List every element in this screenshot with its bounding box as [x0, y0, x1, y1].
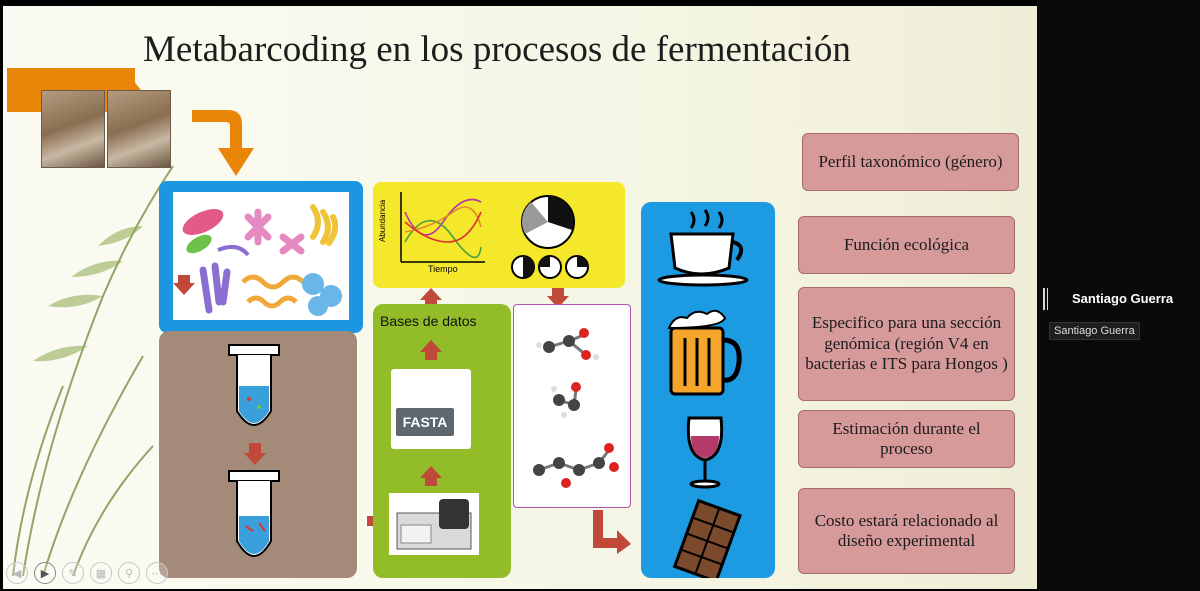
molecule-3 [533, 443, 619, 488]
info-box-ecological-function: Función ecológica [798, 216, 1015, 274]
info-box-taxonomic-profile: Perfil taxonómico (género) [802, 133, 1019, 191]
participant-name[interactable]: Santiago Guerra [1072, 291, 1174, 306]
arrow-up-graphs [420, 288, 442, 308]
chocolate-icon [672, 498, 742, 584]
arrow-down-microbes [173, 275, 195, 295]
beer-icon [667, 309, 742, 396]
pen-icon[interactable]: ✎ [62, 562, 84, 584]
tube-bottom [228, 470, 280, 557]
microbes-image [173, 192, 349, 320]
databases-label: Bases de datos [380, 313, 477, 329]
products-panel [641, 202, 775, 584]
participant-tag: Santiago Guerra [1049, 322, 1140, 340]
sequencer-image [389, 493, 479, 555]
graph-ylabel: Abundancia [378, 199, 387, 242]
press-photo-2 [107, 90, 171, 168]
previous-icon[interactable]: ◀ [6, 562, 28, 584]
arrow-up-db [420, 340, 442, 360]
info-box-cost: Costo estará relacionado al diseño exper… [798, 488, 1015, 574]
bent-arrow-orange [192, 110, 254, 176]
microbes-panel [159, 181, 363, 333]
mic-indicator-2 [1047, 288, 1048, 310]
wine-icon [686, 416, 724, 489]
shared-slide: Metabarcoding en los procesos de ferment… [3, 6, 1037, 589]
play-icon[interactable]: ▶ [34, 562, 56, 584]
press-photo-1 [41, 90, 105, 168]
more-icon[interactable]: ⋯ [146, 562, 168, 584]
molecules-panel [513, 304, 631, 508]
fern-decoration [12, 165, 174, 577]
graphs-panel: Abundancia Tiempo [373, 182, 625, 288]
coffee-icon [657, 209, 749, 287]
mic-indicator [1043, 288, 1045, 310]
slide-title: Metabarcoding en los procesos de ferment… [143, 29, 851, 70]
tube-top [228, 344, 280, 426]
slides-icon[interactable]: ▦ [90, 562, 112, 584]
info-box-estimation: Estimación durante el proceso [798, 410, 1015, 468]
bent-arrow-red [593, 510, 631, 554]
molecule-2 [551, 382, 581, 418]
zoom-icon[interactable]: ⚲ [118, 562, 140, 584]
participant-panel: Santiago Guerra Santiago Guerra [1037, 0, 1200, 591]
info-box-genomic-section: Especifico para una sección genómica (re… [798, 287, 1015, 401]
molecule-1 [536, 328, 599, 360]
fasta-label: FASTA [396, 408, 454, 436]
graph-xlabel: Tiempo [428, 264, 458, 274]
arrow-up-fasta [420, 466, 442, 486]
tubes-panel [159, 331, 357, 578]
presentation-toolbar: ◀ ▶ ✎ ▦ ⚲ ⋯ [6, 562, 168, 584]
